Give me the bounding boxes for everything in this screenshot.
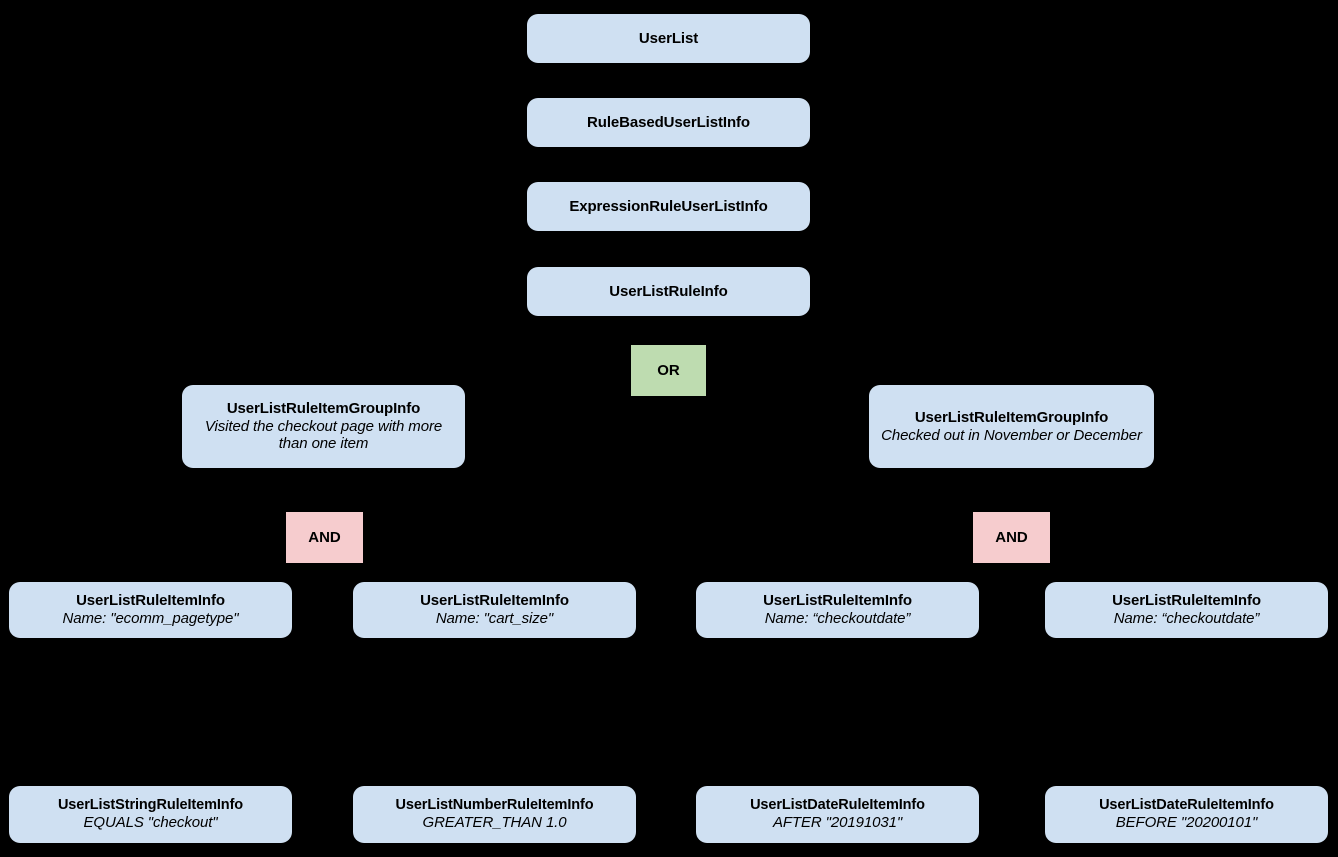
node-description: EQUALS "checkout" xyxy=(83,814,218,832)
node-title: RuleBasedUserListInfo xyxy=(587,113,750,131)
operator-and-left[interactable]: AND xyxy=(286,512,363,563)
node-title: UserListStringRuleItemInfo xyxy=(57,797,244,814)
node-group-right[interactable]: UserListRuleItemGroupInfo Checked out in… xyxy=(869,385,1154,468)
edge-or-to-group-right xyxy=(1009,378,1012,390)
node-title: UserListRuleItemGroupInfo xyxy=(226,399,421,417)
node-expression-rule-user-list-info[interactable]: ExpressionRuleUserListInfo xyxy=(527,182,810,231)
node-title: UserListRuleItemInfo xyxy=(76,592,225,610)
node-description: BEFORE "20200101" xyxy=(1115,814,1258,832)
operator-label: AND xyxy=(308,528,341,546)
node-title: UserList xyxy=(638,29,699,47)
node-title: UserListNumberRuleItemInfo xyxy=(395,797,594,814)
node-title: UserListRuleItemGroupInfo xyxy=(914,408,1109,426)
node-title: UserListDateRuleItemInfo xyxy=(1099,797,1274,814)
node-string-rule-item-info[interactable]: UserListStringRuleItemInfo EQUALS "check… xyxy=(9,786,292,843)
operator-and-right[interactable]: AND xyxy=(973,512,1050,563)
node-description: Name: “checkoutdate” xyxy=(1113,610,1260,627)
node-rule-item-ecomm-pagetype[interactable]: UserListRuleItemInfo Name: "ecomm_pagety… xyxy=(9,582,292,638)
node-description: Name: "ecomm_pagetype" xyxy=(62,610,239,627)
node-description: Name: "cart_size" xyxy=(435,610,554,627)
node-title: UserListRuleInfo xyxy=(609,282,728,300)
edge-expression-to-ruleinfo xyxy=(667,230,670,268)
node-rule-item-cart-size[interactable]: UserListRuleItemInfo Name: "cart_size" xyxy=(353,582,636,638)
operator-label: AND xyxy=(995,528,1028,546)
node-description: Name: “checkoutdate” xyxy=(764,610,911,627)
node-description: AFTER "20191031" xyxy=(772,814,903,832)
edge-userlist-to-rulebased xyxy=(667,62,670,100)
node-title: UserListRuleItemInfo xyxy=(763,592,912,610)
edge-item3-to-leaf3 xyxy=(836,648,839,786)
node-description: Visited the checkout page with more than… xyxy=(204,417,443,453)
edge-or-to-group-left xyxy=(323,378,326,390)
node-date-rule-item-info-after[interactable]: UserListDateRuleItemInfo AFTER "20191031… xyxy=(696,786,979,843)
node-description: GREATER_THAN 1.0 xyxy=(422,814,567,832)
node-title: ExpressionRuleUserListInfo xyxy=(569,197,768,215)
edge-item2-to-leaf2 xyxy=(494,648,497,786)
operator-label: OR xyxy=(657,361,680,379)
node-rule-based-user-list-info[interactable]: RuleBasedUserListInfo xyxy=(527,98,810,147)
node-rule-item-checkoutdate-after[interactable]: UserListRuleItemInfo Name: “checkoutdate… xyxy=(696,582,979,638)
edge-ruleinfo-to-or xyxy=(667,315,670,346)
node-title: UserListRuleItemInfo xyxy=(1112,592,1261,610)
node-date-rule-item-info-before[interactable]: UserListDateRuleItemInfo BEFORE "2020010… xyxy=(1045,786,1328,843)
operator-or[interactable]: OR xyxy=(631,345,706,396)
node-title: UserListDateRuleItemInfo xyxy=(750,797,925,814)
node-user-list-rule-info[interactable]: UserListRuleInfo xyxy=(527,267,810,316)
node-number-rule-item-info[interactable]: UserListNumberRuleItemInfo GREATER_THAN … xyxy=(353,786,636,843)
node-user-list[interactable]: UserList xyxy=(527,14,810,63)
edge-group-left-to-and-left xyxy=(323,468,326,514)
node-description: Checked out in November or December xyxy=(881,426,1142,444)
edge-item1-to-leaf1 xyxy=(150,648,153,786)
edge-rulebased-to-expression xyxy=(667,146,670,184)
edge-item4-to-leaf4 xyxy=(1185,648,1188,786)
edge-group-right-to-and-right xyxy=(1009,468,1012,514)
node-title: UserListRuleItemInfo xyxy=(420,592,569,610)
node-group-left[interactable]: UserListRuleItemGroupInfo Visited the ch… xyxy=(182,385,465,468)
node-rule-item-checkoutdate-before[interactable]: UserListRuleItemInfo Name: “checkoutdate… xyxy=(1045,582,1328,638)
